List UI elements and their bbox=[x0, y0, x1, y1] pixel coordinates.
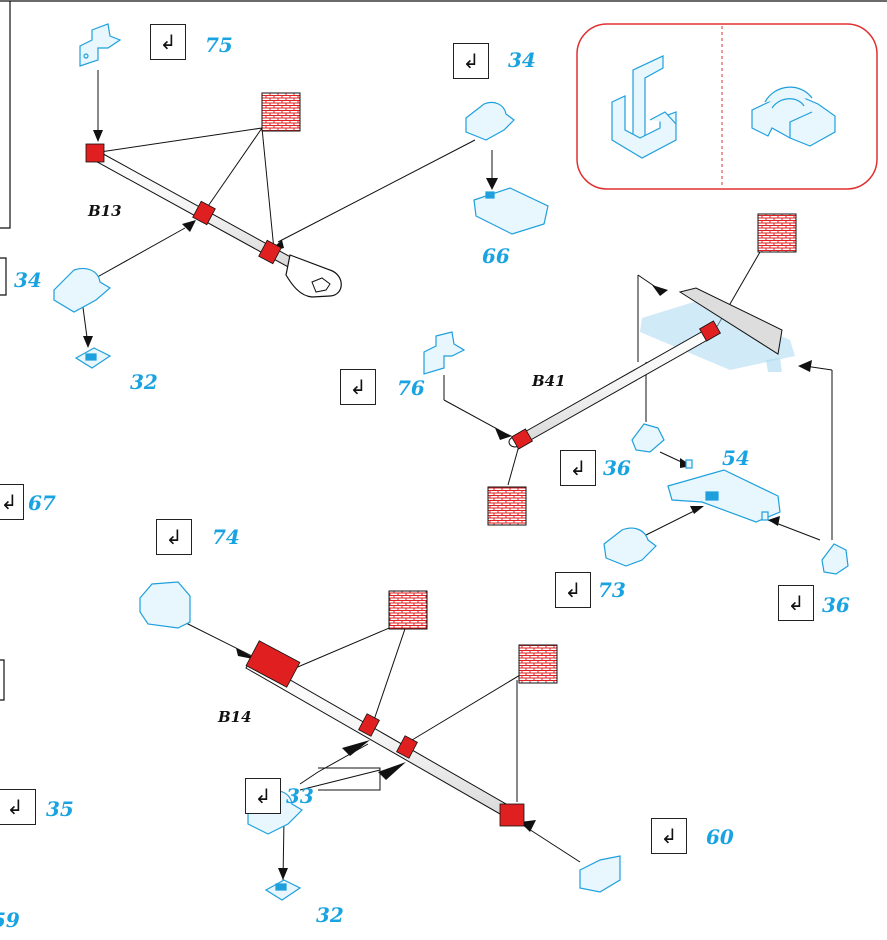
step-box-74: ↲ bbox=[156, 519, 192, 555]
small-parts bbox=[53, 23, 849, 901]
part-number-34-top: 34 bbox=[508, 48, 536, 72]
part-number-75: 75 bbox=[205, 33, 233, 57]
part-number-54: 54 bbox=[722, 446, 750, 470]
part-number-59: 59 bbox=[0, 908, 20, 932]
rod-b14 bbox=[245, 640, 525, 827]
part-number-67: 67 bbox=[28, 491, 56, 515]
step-box-75: ↲ bbox=[150, 24, 186, 60]
turn-arrow-icon: ↲ bbox=[569, 456, 587, 480]
part-number-76: 76 bbox=[397, 376, 425, 400]
step-box-36-right: ↲ bbox=[778, 585, 814, 621]
step-box-67: ↲ bbox=[0, 484, 24, 520]
part-number-66: 66 bbox=[482, 244, 510, 268]
step-box-34-top: ↲ bbox=[453, 43, 489, 79]
turn-arrow-icon: ↲ bbox=[165, 525, 183, 549]
arrowheads bbox=[83, 130, 812, 880]
bracket-part-icon bbox=[751, 86, 836, 147]
turn-arrow-icon: ↲ bbox=[462, 49, 480, 73]
part-number-32-bottom: 32 bbox=[316, 903, 344, 927]
turn-arrow-icon: ↲ bbox=[159, 30, 177, 54]
glue-brick-icon bbox=[388, 590, 428, 630]
part-36-right-icon bbox=[821, 543, 849, 575]
part-number-74: 74 bbox=[212, 525, 240, 549]
part-number-73: 73 bbox=[598, 578, 626, 602]
turn-arrow-icon: ↲ bbox=[349, 375, 367, 399]
turn-arrow-icon: ↲ bbox=[6, 795, 24, 819]
part-74-icon bbox=[139, 581, 191, 629]
turn-arrow-icon: ↲ bbox=[0, 490, 18, 514]
part-75-icon bbox=[79, 23, 122, 67]
part-number-35: 35 bbox=[46, 797, 74, 821]
part-number-32-left: 32 bbox=[130, 370, 158, 394]
part-number-36-mid: 36 bbox=[603, 456, 631, 480]
glue-brick-icon bbox=[757, 213, 797, 253]
rod-b13 bbox=[85, 143, 342, 298]
step-box-36-mid: ↲ bbox=[560, 450, 596, 486]
turn-arrow-icon: ↲ bbox=[254, 784, 272, 808]
assembly-ref-b13: B13 bbox=[88, 202, 122, 220]
part-66-icon bbox=[473, 187, 549, 235]
part-34-left-icon bbox=[53, 267, 112, 313]
turn-arrow-icon: ↲ bbox=[564, 578, 582, 602]
part-32-bottom-icon bbox=[264, 879, 302, 901]
step-box-60: ↲ bbox=[651, 818, 687, 854]
part-32-left-icon bbox=[74, 347, 112, 369]
step-box-73: ↲ bbox=[555, 572, 591, 608]
page-frame bbox=[0, 0, 887, 701]
part-36-mid-icon bbox=[631, 423, 665, 453]
part-number-60: 60 bbox=[706, 825, 734, 849]
glue-brick-icon bbox=[261, 92, 301, 132]
callout-box bbox=[576, 23, 878, 190]
part-number-34-left: 34 bbox=[14, 268, 42, 292]
glue-icons bbox=[261, 92, 797, 684]
step-box-76: ↲ bbox=[340, 369, 376, 405]
assembly-ref-b41: B41 bbox=[532, 372, 566, 390]
step-box-33: ↲ bbox=[245, 778, 281, 814]
part-number-33: 33 bbox=[286, 784, 314, 808]
step-box-35: ↲ bbox=[0, 789, 36, 825]
turn-arrow-icon: ↲ bbox=[660, 824, 678, 848]
turn-arrow-icon: ↲ bbox=[787, 591, 805, 615]
part-76-icon bbox=[423, 331, 466, 375]
glue-brick-icon bbox=[487, 486, 527, 526]
part-number-36-right: 36 bbox=[822, 593, 850, 617]
clip-part-icon bbox=[611, 55, 677, 159]
part-54-icon bbox=[667, 459, 781, 523]
part-34-top-icon bbox=[465, 101, 515, 141]
part-73-icon bbox=[603, 527, 657, 567]
rod-b41 bbox=[508, 287, 795, 450]
glue-brick-icon bbox=[518, 644, 558, 684]
part-60-icon bbox=[579, 855, 621, 893]
assembly-ref-b14: B14 bbox=[218, 708, 252, 726]
